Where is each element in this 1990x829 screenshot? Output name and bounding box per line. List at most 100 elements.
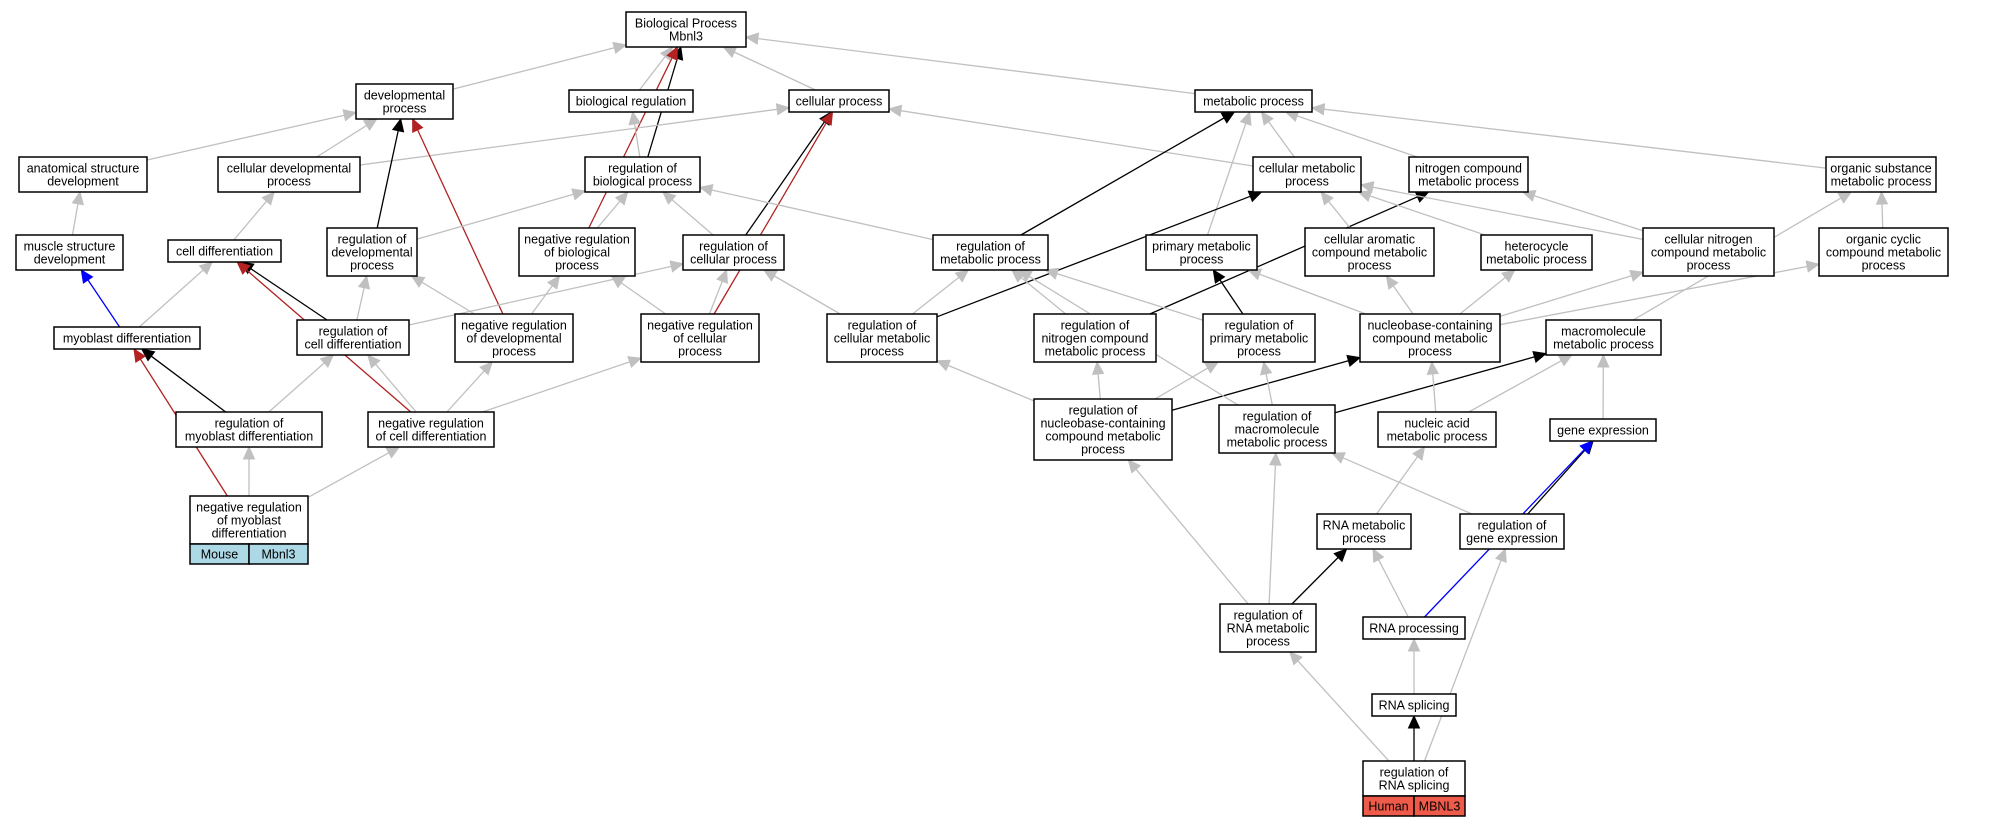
term-label: organic cyclic — [1846, 233, 1921, 247]
term-label: nitrogen compound — [1415, 162, 1522, 176]
term-box — [788, 89, 890, 113]
term-label: compound metabolic — [1372, 332, 1487, 346]
arrowhead — [479, 361, 494, 376]
species-tag: Human — [1368, 800, 1408, 814]
term-label: development — [47, 175, 119, 189]
arrowhead — [1017, 269, 1033, 282]
arrowhead — [1597, 353, 1610, 368]
term-label: regulation of — [1069, 404, 1138, 418]
edge-line — [1259, 273, 1367, 315]
go-term-node[interactable]: cellular process — [788, 89, 890, 113]
go-term-node[interactable]: RNA splicing — [1371, 693, 1457, 717]
edge-is-a — [1044, 267, 1204, 321]
arrowhead — [1359, 181, 1375, 194]
edge-is-a — [1359, 181, 1644, 241]
term-label: cellular aromatic — [1324, 233, 1415, 247]
go-term-node[interactable]: myoblast differentiation — [53, 326, 201, 350]
term-label: nucleobase-containing — [1367, 319, 1492, 333]
edge-is-a — [1260, 111, 1295, 158]
edge-is-a — [1310, 103, 1827, 169]
term-label: developmental — [331, 246, 412, 260]
term-box — [217, 156, 361, 193]
edge-is-a — [482, 356, 643, 413]
edge-is-a — [410, 275, 475, 315]
term-label: process — [1081, 443, 1125, 457]
edge-negatively-regulates — [412, 117, 504, 315]
term-label: compound metabolic — [1826, 246, 1941, 260]
arrowhead — [762, 269, 778, 282]
edge-line — [1020, 277, 1067, 315]
edge-line — [1499, 275, 1632, 318]
edge-regulates — [1334, 350, 1548, 414]
term-box — [1033, 398, 1173, 461]
edge-line — [1881, 203, 1884, 229]
term-box — [1362, 760, 1466, 797]
arrowhead — [1426, 360, 1440, 375]
go-term-node[interactable]: gene expression — [1549, 418, 1657, 442]
go-term-node[interactable]: regulation ofnucleobase-containingcompou… — [1033, 398, 1173, 461]
term-label: regulation of — [1478, 519, 1547, 533]
go-term-node[interactable]: metabolic process — [1194, 89, 1313, 113]
go-term-node[interactable]: biological regulation — [568, 89, 694, 113]
arrowhead — [1357, 190, 1373, 203]
term-label: nitrogen compound — [1041, 332, 1148, 346]
edge-line — [146, 114, 345, 161]
term-label: biological regulation — [576, 95, 687, 109]
arrowhead — [1127, 459, 1142, 474]
term-label: metabolic process — [1486, 253, 1587, 267]
go-term-node[interactable]: RNA processing — [1362, 616, 1466, 640]
arrowhead — [1385, 275, 1399, 290]
edge-is-a — [1375, 446, 1426, 515]
arrowhead — [261, 191, 275, 206]
term-box — [584, 156, 701, 193]
edge-is-a — [1407, 637, 1421, 694]
term-label: process — [350, 259, 394, 273]
term-box — [326, 227, 418, 277]
term-label: process — [1246, 635, 1290, 649]
edge-line — [1527, 449, 1586, 515]
edge-line — [416, 193, 574, 240]
arrowhead — [571, 188, 587, 201]
term-label: process — [1348, 259, 1392, 273]
term-label: anatomical structure — [27, 162, 140, 176]
term-label: gene expression — [1557, 424, 1649, 438]
arrowhead — [362, 118, 378, 132]
term-label: Mbnl3 — [669, 30, 703, 44]
go-term-node[interactable]: cell differentiation — [167, 239, 282, 263]
